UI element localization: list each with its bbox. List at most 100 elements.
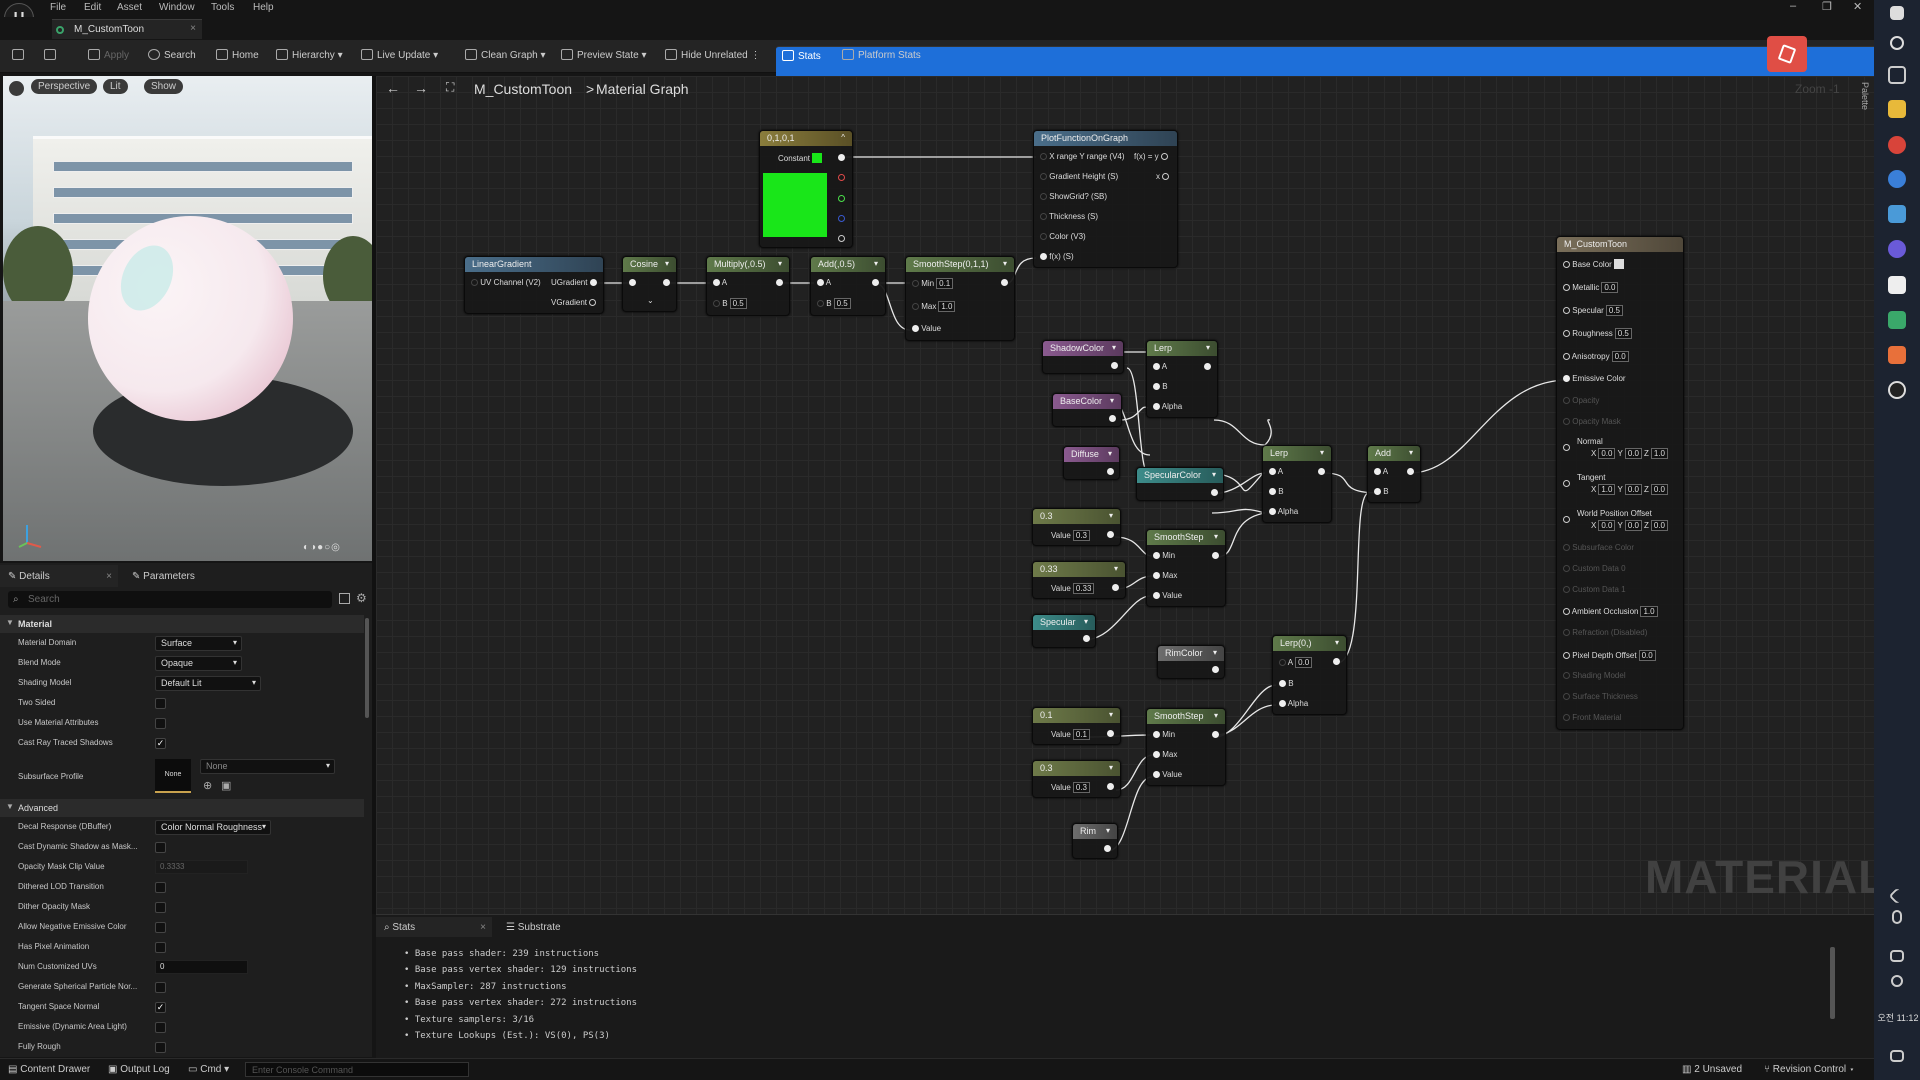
chevron-down-icon[interactable]: ▾ [1105, 826, 1110, 835]
chevron-down-icon[interactable]: ▾ [1111, 343, 1116, 352]
chevron-down-icon[interactable]: ▾ [873, 259, 878, 268]
output-pin[interactable]: VGradient [551, 298, 597, 307]
opacity-mask-clip-field[interactable]: 0.3333 [155, 860, 248, 874]
browse-folder-icon[interactable]: ▣ [221, 780, 232, 792]
use-material-attributes-checkbox[interactable] [155, 718, 166, 729]
breadcrumb-material-graph[interactable]: Material Graph [596, 81, 689, 97]
back-arrow-icon[interactable]: ← [386, 80, 400, 96]
clean-graph-button[interactable]: Clean Graph ▾ [465, 49, 546, 61]
node-rim[interactable]: Rim▾ [1072, 823, 1118, 859]
chevron-down-icon[interactable]: ▾ [1319, 448, 1324, 457]
app-icon[interactable] [1888, 170, 1906, 188]
system-clock[interactable]: 오전 11:12 [1877, 1013, 1919, 1023]
tab-stats[interactable]: ⌕ Stats× [376, 917, 492, 937]
output-pin[interactable]: f(x) = y [1134, 152, 1168, 161]
input-pin-a[interactable]: A [1374, 467, 1388, 476]
subsurface-profile-thumbnail[interactable]: None [155, 759, 191, 793]
input-pin[interactable]: X range Y range (V4) [1040, 152, 1125, 161]
node-add-final[interactable]: Add▾ A B [1367, 445, 1421, 503]
details-search-input[interactable]: ⌕ Search [8, 591, 332, 608]
apply-button[interactable]: Apply [88, 49, 129, 61]
node-plot-function-on-graph[interactable]: PlotFunctionOnGraph X range Y range (V4)… [1033, 130, 1178, 268]
generate-spherical-particle-checkbox[interactable] [155, 982, 166, 993]
shading-model-dropdown[interactable]: Default Lit▾ [155, 676, 261, 691]
home-button[interactable]: Home [216, 49, 259, 61]
node-shadow-color[interactable]: ShadowColor▾ [1042, 340, 1124, 374]
output-pin[interactable] [776, 278, 783, 287]
breadcrumb-material[interactable]: M_CustomToon [474, 81, 573, 97]
chevron-down-icon[interactable]: ▾ [1212, 648, 1217, 657]
fully-rough-checkbox[interactable] [155, 1042, 166, 1053]
task-view-icon[interactable] [1888, 66, 1906, 84]
tab-details[interactable]: ✎ Details × [0, 565, 118, 587]
node-linear-gradient[interactable]: LinearGradient UV Channel (V2) UGradient… [464, 256, 604, 314]
unreal-engine-icon[interactable] [1888, 381, 1906, 399]
chevron-down-icon[interactable]: ▾ [1213, 532, 1218, 541]
search-button[interactable]: Search [148, 49, 196, 61]
output-pin[interactable] [1107, 729, 1114, 738]
cast-ray-traced-shadows-checkbox[interactable]: ✓ [155, 738, 166, 749]
perspective-button[interactable]: Perspective [31, 79, 98, 94]
tangent-space-normal-checkbox[interactable]: ✓ [155, 1002, 166, 1013]
material-preview-viewport[interactable]: Perspective Lit Show ◐◑●○◎ [3, 76, 372, 561]
input-pin-a[interactable]: A [1269, 467, 1283, 476]
node-diffuse[interactable]: Diffuse▾ [1063, 446, 1120, 480]
decal-response-dropdown[interactable]: Color Normal Roughness▾ [155, 820, 271, 835]
document-tab[interactable]: M_CustomToon × [52, 19, 202, 39]
section-material[interactable]: ▼Material [0, 615, 364, 633]
minimize-button[interactable]: – [1790, 0, 1797, 12]
search-icon[interactable] [1890, 36, 1904, 50]
platform-stats-button[interactable]: Platform Stats [842, 49, 921, 61]
input-pin-b[interactable]: B [1374, 487, 1389, 496]
node-base-color[interactable]: BaseColor▾ [1052, 393, 1122, 427]
output-log-button[interactable]: ▣ Output Log [108, 1064, 170, 1075]
chevron-down-icon[interactable]: ▾ [1211, 470, 1216, 479]
close-details-icon[interactable]: × [106, 571, 112, 582]
forward-arrow-icon[interactable]: → [414, 80, 428, 96]
input-pin-min[interactable]: Min [1153, 730, 1175, 739]
input-pin-value[interactable]: Value [1153, 770, 1182, 779]
base-color-swatch[interactable] [1614, 259, 1625, 269]
output-pin[interactable] [663, 278, 670, 287]
section-advanced[interactable]: ▼Advanced [0, 799, 364, 817]
input-emissive-color[interactable]: Emissive Color [1563, 374, 1626, 383]
menu-file[interactable]: File [50, 2, 67, 13]
details-scrollbar[interactable] [365, 618, 369, 718]
graph-hierarchy-icon[interactable]: ⛶ [446, 80, 455, 94]
grid-view-icon[interactable] [339, 593, 350, 604]
chevron-down-icon[interactable]: ▾ [1083, 617, 1088, 626]
output-pin[interactable] [1107, 782, 1114, 791]
input-pin-a[interactable]: A [817, 278, 831, 287]
input-pin[interactable]: f(x) (S) [1040, 252, 1074, 261]
tab-parameters[interactable]: ✎ Parameters [132, 571, 195, 582]
output-pin[interactable] [1083, 634, 1090, 643]
input-pin-alpha[interactable]: Alpha [1269, 507, 1298, 516]
input-pin-alpha[interactable]: Alpha [1279, 699, 1308, 708]
input-pin-alpha[interactable]: Alpha [1153, 402, 1182, 411]
chevron-down-icon[interactable]: ▾ [1109, 396, 1114, 405]
output-pin[interactable] [1107, 467, 1114, 476]
notifications-icon[interactable] [1890, 1050, 1904, 1062]
input-pin[interactable]: UV Channel (V2) [471, 278, 541, 287]
output-pin[interactable] [1112, 583, 1119, 592]
chevron-down-icon[interactable]: ▾ [1205, 343, 1210, 352]
output-pin[interactable] [1104, 844, 1111, 853]
output-pin[interactable] [1212, 665, 1219, 674]
two-sided-checkbox[interactable] [155, 698, 166, 709]
output-pin-r[interactable] [838, 173, 845, 182]
allow-negative-emissive-checkbox[interactable] [155, 922, 166, 933]
input-pin-min[interactable]: Min [1153, 551, 1175, 560]
input-pin[interactable]: Color (V3) [1040, 232, 1086, 241]
cmd-button[interactable]: ▭ Cmd ▾ [188, 1064, 230, 1075]
subsurface-profile-dropdown[interactable]: None▾ [200, 759, 335, 774]
